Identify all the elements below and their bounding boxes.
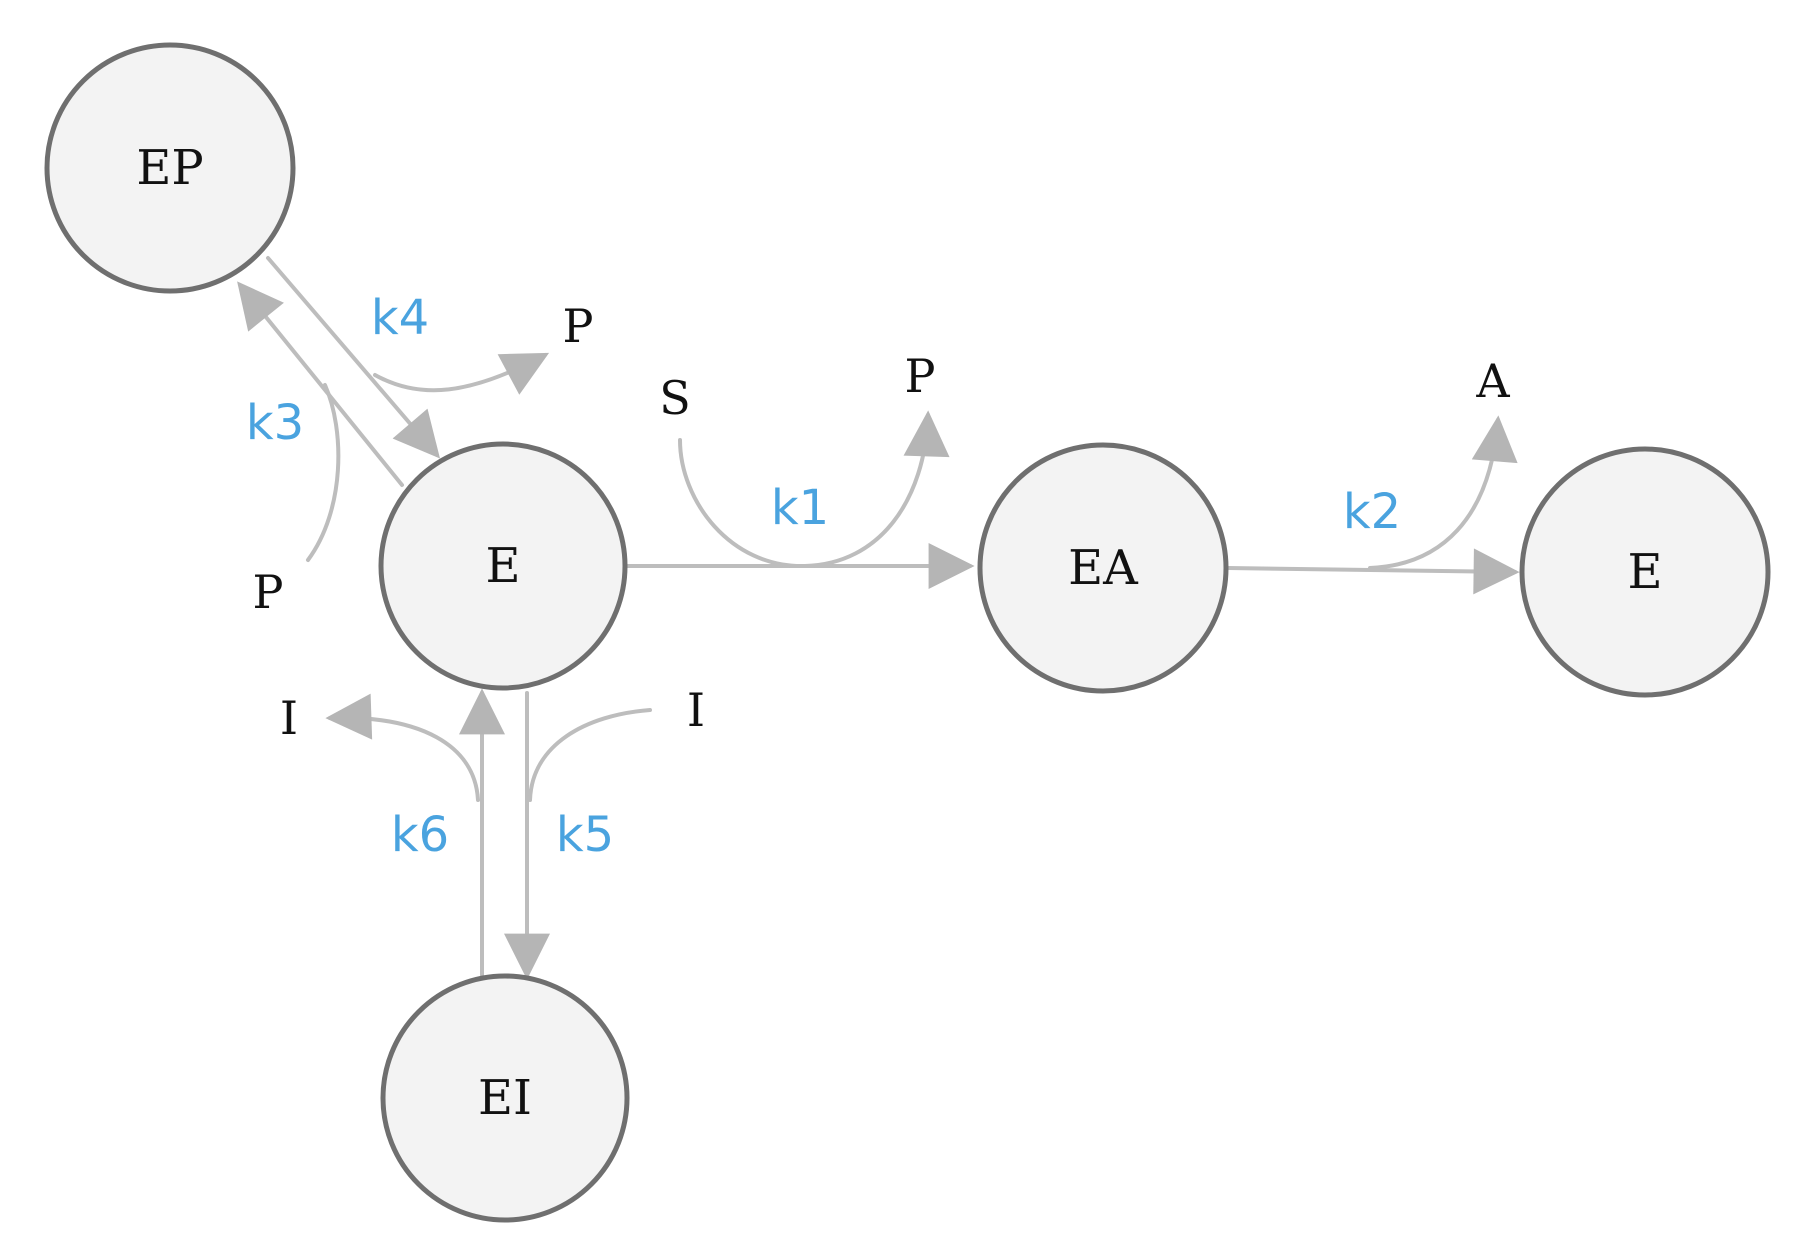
node-ep-circle [44,42,296,294]
species-i-k5: I [687,683,705,737]
species-a-k2: A [1475,354,1510,408]
node-ei-circle [380,973,630,1223]
edge-k1-s-to-p [678,410,950,569]
rate-k6: k6 [391,807,449,863]
node-ea-label: EA [1068,540,1139,596]
edge-k6-i-out [325,693,480,802]
edge-ea-to-e [1226,548,1520,595]
node-ea: EA [977,442,1229,694]
node-ea-circle [977,442,1229,694]
node-e-right: E [1519,446,1771,698]
node-ei-label: EI [478,1070,532,1126]
species-p-k4: P [563,299,594,353]
node-e-center-circle [378,441,628,691]
edge-e-to-ep [237,281,404,487]
rate-k4: k4 [371,290,429,346]
node-e-right-label: E [1627,544,1662,600]
edge-k5-i-in [528,708,652,802]
node-ep-label: EP [136,140,203,196]
edge-k4-p-out [373,352,550,395]
node-e-right-circle [1519,446,1771,698]
edge-k2-to-a [1368,415,1518,570]
rate-k3: k3 [246,395,304,451]
rate-k5: k5 [556,807,614,863]
species-i-k6: I [280,691,298,745]
node-ei: EI [380,973,630,1223]
species-p-k1: P [905,349,936,403]
rate-k2: k2 [1343,484,1401,540]
edge-ep-to-e [266,256,440,459]
node-e-center-label: E [485,538,520,594]
rate-k1: k1 [771,480,829,536]
species-s-k1: S [659,371,691,425]
edge-k3-p-in [306,383,341,562]
node-ep: EP [44,42,296,294]
node-e-center: E [378,441,628,691]
species-p-k3: P [253,565,284,619]
